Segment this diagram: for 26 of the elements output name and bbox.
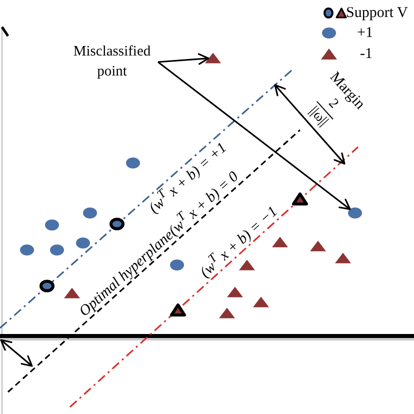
positive-point [170, 260, 184, 270]
positive-point [83, 208, 97, 218]
positive-support-vector [40, 280, 54, 292]
positive-point [50, 244, 64, 256]
positive-point [45, 220, 59, 230]
misclassified-point [205, 52, 221, 64]
negative-point [253, 296, 269, 308]
negative-point [272, 236, 288, 248]
legend-label: Support V [346, 4, 408, 22]
negative-point [335, 252, 351, 264]
positive-point [20, 244, 34, 256]
misclassified-label: Misclassified point [66, 42, 158, 82]
misclassified-point [348, 208, 362, 218]
negative-point [227, 286, 243, 298]
legend-label: -1 [360, 46, 372, 62]
negative-support-vector [292, 192, 308, 206]
negative-support-vector [170, 304, 186, 316]
negative-point [64, 288, 80, 298]
negative-point [239, 260, 255, 270]
negative-point [219, 308, 235, 318]
positive-point [76, 238, 90, 248]
leader-arrow [158, 61, 351, 210]
legend-label: +1 [357, 24, 373, 42]
negative-point [310, 240, 326, 252]
leader-arrow [158, 53, 210, 65]
positive-point [126, 158, 140, 168]
